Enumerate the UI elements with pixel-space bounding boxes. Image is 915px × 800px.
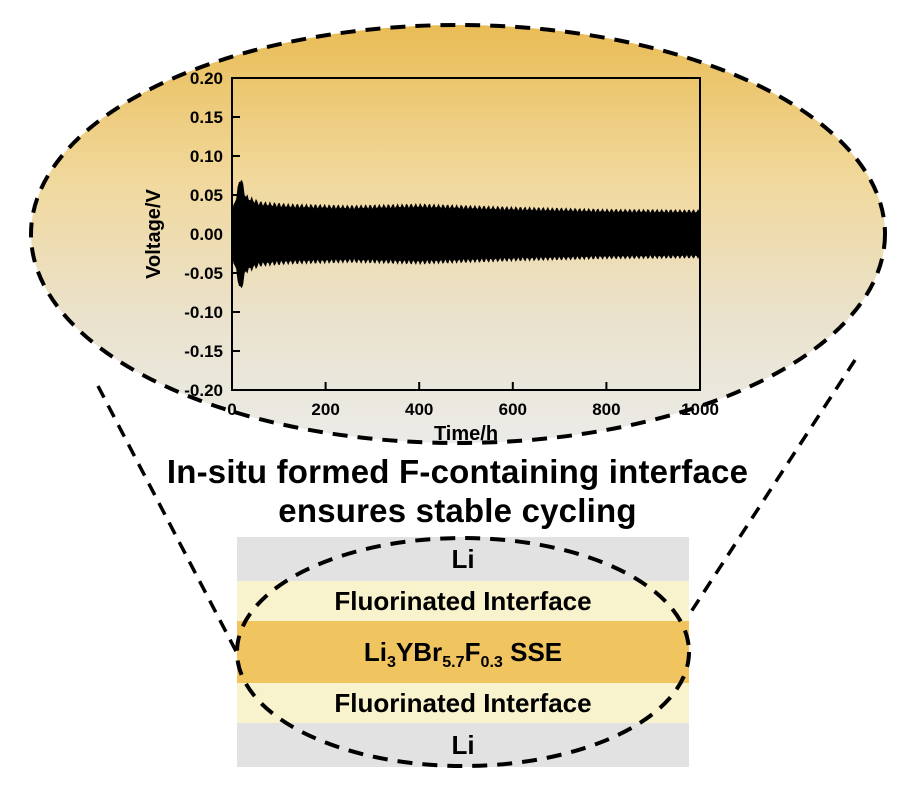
sse-label-part: F: [464, 636, 481, 667]
layer-fluorinated-interface-bottom: Fluorinated Interface: [237, 683, 689, 723]
layer-fi-top-label: Fluorinated Interface: [334, 585, 592, 616]
y-tick-label: -0.05: [184, 264, 223, 283]
x-tick-label: 200: [311, 400, 339, 419]
x-tick-label: 800: [592, 400, 620, 419]
sse-label-sub: 0.3: [480, 652, 503, 671]
layer-li-bottom-label: Li: [451, 729, 475, 760]
zoom-cone-line-right: [685, 359, 857, 619]
voltage-time-chart: 0.20 0.15 0.10 0.05 0.00 -0.05 -0.10 -0.15 -0.20…: [140, 58, 740, 445]
y-tick-label: 0.20: [190, 69, 223, 88]
layer-li-bottom: Li: [237, 723, 689, 767]
y-tick-label: -0.10: [184, 303, 223, 322]
y-tick-label: 0.15: [190, 108, 223, 127]
y-tick-label: 0.00: [190, 225, 223, 244]
voltage-chart-svg: 0.20 0.15 0.10 0.05 0.00 -0.05 -0.10 -0.15 -0.20…: [143, 69, 719, 445]
zoom-cone-line-left: [96, 385, 240, 656]
cell-stack: Li Fluorinated Interface Li3YBr5.7F0.3 S…: [237, 537, 689, 767]
sse-label-part: SSE: [502, 636, 563, 667]
x-tick-label: 400: [405, 400, 433, 419]
x-tick-label: 600: [499, 400, 527, 419]
layer-fluorinated-interface-top: Fluorinated Interface: [237, 581, 689, 621]
x-tick-label: 0: [227, 400, 236, 419]
sse-label-part: Li: [363, 636, 387, 667]
y-tick-label: 0.05: [190, 186, 223, 205]
x-axis-label: Time/h: [434, 423, 498, 443]
sse-label: Li3YBr5.7F0.3 SSE: [363, 636, 563, 671]
layer-sse: Li3YBr5.7F0.3 SSE: [237, 621, 689, 683]
caption-line-1: In-situ formed F-containing interface: [166, 453, 749, 490]
x-tick-label: 1000: [681, 400, 719, 419]
y-tick-label: 0.10: [190, 147, 223, 166]
caption-line-2: ensures stable cycling: [278, 492, 637, 529]
sse-label-sub: 5.7: [442, 652, 465, 671]
sse-label-part: YBr: [395, 636, 443, 667]
layer-li-top: Li: [237, 537, 689, 581]
layer-fi-bottom-label: Fluorinated Interface: [334, 687, 592, 718]
voltage-trace: [232, 179, 700, 289]
y-tick-label: -0.15: [184, 342, 223, 361]
layer-li-top-label: Li: [451, 543, 475, 574]
y-axis-label: Voltage/V: [143, 189, 165, 279]
figure-caption: In-situ formed F-containing interface en…: [0, 452, 915, 530]
sse-label-sub: 3: [386, 652, 396, 671]
y-tick-label: -0.20: [184, 381, 223, 400]
